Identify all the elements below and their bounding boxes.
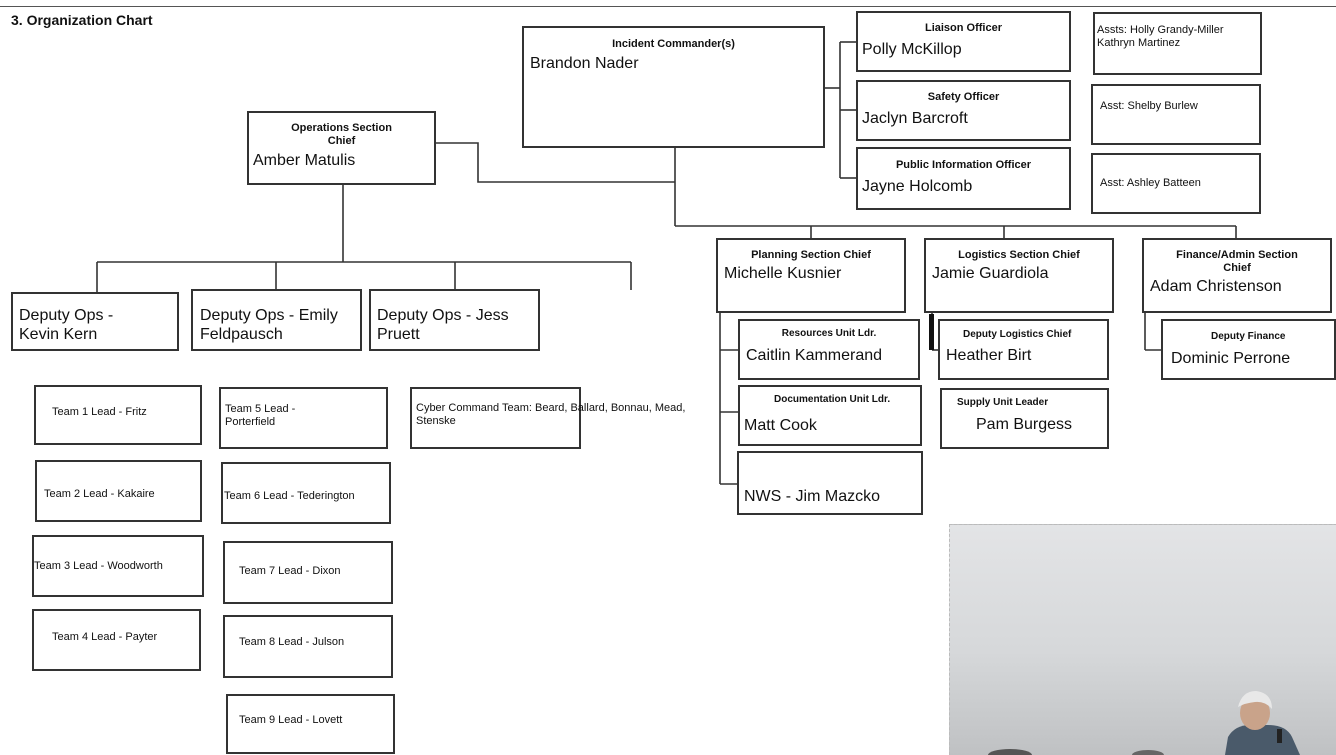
deputy-logistics-title: Deputy Logistics Chief <box>963 329 1072 340</box>
planning-chief-name: Michelle Kusnier <box>724 265 842 282</box>
logistics-chief-box: Logistics Section Chief Jamie Guardiola <box>924 238 1114 313</box>
liaison-officer-title: Liaison Officer <box>924 22 1003 34</box>
team-lead-box-2: Team 2 Lead - Kakaire <box>35 460 202 522</box>
safety-officer-box: Safety Officer Jaclyn Barcroft <box>856 80 1071 141</box>
team-lead-box-9: Team 9 Lead - Lovett <box>226 694 395 754</box>
team-lead-box-3: Team 3 Lead - Woodworth <box>32 535 204 597</box>
deputy-ops-box-2: Deputy Ops - Emily Feldpausch <box>191 289 362 351</box>
deputy-logistics-box: Deputy Logistics Chief Heather Birt <box>938 319 1109 380</box>
incident-commander-name: Brandon Nader <box>530 55 639 72</box>
team-lead-text-5: Team 5 Lead - Porterfield <box>225 403 296 428</box>
operations-chief-name: Amber Matulis <box>253 152 356 169</box>
public-information-officer-title: Public Information Officer <box>895 159 1032 171</box>
team-lead-box-8: Team 8 Lead - Julson <box>223 615 393 678</box>
assistants-text-3: Asst: Ashley Batteen <box>1100 177 1201 189</box>
team-lead-box-4: Team 4 Lead - Payter <box>32 609 201 671</box>
liaison-officer-box: Liaison Officer Polly McKillop <box>856 11 1071 72</box>
documentation-unit-name: Matt Cook <box>744 417 817 434</box>
nws-box: NWS - Jim Mazcko <box>737 451 923 515</box>
deputy-finance-title: Deputy Finance <box>1211 331 1286 342</box>
logistics-chief-name: Jamie Guardiola <box>932 265 1049 282</box>
deputy-ops-box-3: Deputy Ops - Jess Pruett <box>369 289 540 351</box>
team-lead-box-5: Team 5 Lead - Porterfield <box>219 387 388 449</box>
team-lead-text-1: Team 1 Lead - Fritz <box>52 406 147 418</box>
assistants-text-2: Asst: Shelby Burlew <box>1100 100 1198 112</box>
presenter-figure <box>988 691 1300 755</box>
operations-chief-box: Operations Section Chief Amber Matulis <box>247 111 436 185</box>
team-lead-text-4: Team 4 Lead - Payter <box>52 631 158 643</box>
cyber-command-text: Cyber Command Team: Beard, Ballard, Bonn… <box>416 402 686 427</box>
finance-chief-title: Finance/Admin Section Chief <box>1176 249 1298 274</box>
nws-name: NWS - Jim Mazcko <box>744 488 880 505</box>
team-lead-text-6: Team 6 Lead - Tederington <box>224 490 355 502</box>
team-lead-box-1: Team 1 Lead - Fritz <box>34 385 202 445</box>
assistants-text-1: Assts: Holly Grandy-Miller Kathryn Marti… <box>1097 24 1224 49</box>
documentation-unit-title: Documentation Unit Ldr. <box>774 394 891 405</box>
safety-officer-title: Safety Officer <box>927 91 1000 103</box>
team-lead-text-8: Team 8 Lead - Julson <box>239 636 345 648</box>
deputy-ops-name-2: Deputy Ops - Emily Feldpausch <box>200 307 338 343</box>
top-rule <box>0 6 1336 7</box>
incident-commander-title: Incident Commander(s) <box>612 38 735 50</box>
supply-unit-title: Supply Unit Leader <box>957 397 1049 408</box>
deputy-ops-name-3: Deputy Ops - Jess Pruett <box>377 307 509 343</box>
documentation-unit-box: Documentation Unit Ldr. Matt Cook <box>738 385 922 446</box>
deputy-ops-box-1: Deputy Ops - Kevin Kern <box>11 292 179 351</box>
resources-unit-name: Caitlin Kammerand <box>746 347 883 364</box>
deputy-logistics-name: Heather Birt <box>946 347 1032 364</box>
planning-chief-title: Planning Section Chief <box>751 249 871 261</box>
public-information-officer-box: Public Information Officer Jayne Holcomb <box>856 147 1071 210</box>
presenter-photo <box>949 524 1336 755</box>
assistants-box-1: Assts: Holly Grandy-Miller Kathryn Marti… <box>1093 12 1262 75</box>
public-information-officer-name: Jayne Holcomb <box>862 178 973 195</box>
incident-commander-box: Incident Commander(s) Brandon Nader <box>522 26 825 148</box>
operations-chief-title: Operations Section Chief <box>291 122 392 147</box>
team-lead-text-7: Team 7 Lead - Dixon <box>239 565 341 577</box>
team-lead-text-2: Team 2 Lead - Kakaire <box>44 488 155 500</box>
supply-unit-box: Supply Unit Leader Pam Burgess <box>940 388 1109 449</box>
resources-unit-box: Resources Unit Ldr. Caitlin Kammerand <box>738 319 920 380</box>
cyber-command-box: Cyber Command Team: Beard, Ballard, Bonn… <box>410 387 685 449</box>
safety-officer-name: Jaclyn Barcroft <box>862 110 968 127</box>
logistics-chief-title: Logistics Section Chief <box>958 249 1080 261</box>
deputy-ops-name-1: Deputy Ops - Kevin Kern <box>19 307 114 343</box>
finance-chief-name: Adam Christenson <box>1150 278 1282 295</box>
supply-unit-name: Pam Burgess <box>976 416 1073 433</box>
team-lead-text-3: Team 3 Lead - Woodworth <box>34 560 163 572</box>
deputy-finance-name: Dominic Perrone <box>1171 350 1291 367</box>
finance-chief-box: Finance/Admin Section Chief Adam Christe… <box>1142 238 1332 313</box>
page-title: 3. Organization Chart <box>11 12 153 28</box>
team-lead-box-6: Team 6 Lead - Tederington <box>221 462 391 524</box>
team-lead-box-7: Team 7 Lead - Dixon <box>223 541 393 604</box>
planning-chief-box: Planning Section Chief Michelle Kusnier <box>716 238 906 313</box>
deputy-finance-box: Deputy Finance Dominic Perrone <box>1161 319 1336 380</box>
liaison-officer-name: Polly McKillop <box>862 41 962 58</box>
team-lead-text-9: Team 9 Lead - Lovett <box>239 714 343 726</box>
resources-unit-title: Resources Unit Ldr. <box>781 328 877 339</box>
assistants-box-3: Asst: Ashley Batteen <box>1091 153 1261 214</box>
assistants-box-2: Asst: Shelby Burlew <box>1091 84 1261 145</box>
